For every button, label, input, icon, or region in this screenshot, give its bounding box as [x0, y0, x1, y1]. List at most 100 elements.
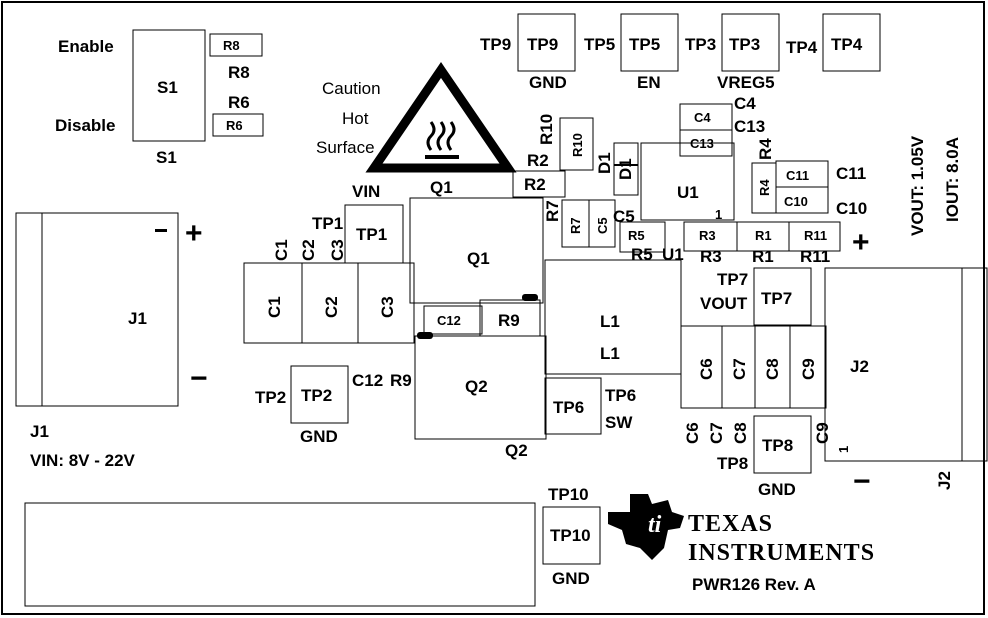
c8-body-label: C8 [763, 358, 782, 380]
r2-footprint [512, 170, 566, 198]
vout-net-label: VOUT [700, 294, 748, 313]
tp5-body-label: TP5 [629, 35, 660, 54]
c7-body-label: C7 [730, 358, 749, 380]
c3-ref: C3 [328, 239, 347, 261]
l1-body-label: L1 [600, 312, 620, 331]
tp10-body-label: TP10 [550, 526, 591, 545]
r2-ref: R2 [527, 151, 549, 170]
brand-line1: TEXAS [688, 511, 773, 537]
s1-ref: S1 [156, 148, 177, 167]
c4-ref: C4 [734, 94, 756, 113]
j2-body-label: J2 [850, 357, 869, 376]
caution-line2: Hot [342, 109, 369, 128]
r4-body-label: R4 [757, 179, 772, 196]
r4-ref: R4 [756, 138, 775, 160]
tp7-ref: TP7 [717, 270, 748, 289]
c12-body-label: C12 [437, 313, 461, 328]
en-net-label: EN [637, 73, 661, 92]
label-area [24, 502, 536, 607]
caution-line3: Surface [316, 138, 375, 157]
c10-ref: C10 [836, 199, 867, 218]
board-title: PWR126 Rev. A [692, 575, 816, 594]
r5-body-label: R5 [628, 228, 645, 243]
q1-footprint [409, 197, 544, 304]
j2-footprint [824, 267, 988, 462]
tp8-ref: TP8 [717, 454, 748, 473]
tp4-body-label: TP4 [831, 35, 863, 54]
c10-body-label: C10 [784, 194, 808, 209]
j1-footprint [15, 212, 179, 407]
d1-body-label: D1 [616, 158, 635, 180]
tp2-ref: TP2 [255, 388, 286, 407]
c11-ref: C11 [836, 164, 866, 183]
caution-line1: Caution [322, 79, 381, 98]
c12-ref: C12 [352, 371, 383, 390]
r6-footprint [212, 113, 264, 137]
tp3-ref: TP3 [685, 35, 716, 54]
tp7-body-label: TP7 [761, 289, 792, 308]
tp2-gnd-label: GND [300, 427, 338, 446]
tp8-body-label: TP8 [762, 436, 793, 455]
tp9-footprint [517, 13, 576, 72]
tp2-body-label: TP2 [301, 386, 332, 405]
r1-body-label: R1 [755, 228, 772, 243]
r8-ref: R8 [228, 63, 250, 82]
u1-ref: U1 [662, 245, 684, 264]
c9-body-label: C9 [799, 358, 818, 380]
enable-label: Enable [58, 37, 114, 56]
tp2-footprint [290, 365, 349, 424]
sw-net-label: SW [605, 413, 633, 432]
j1-body-label: J1 [128, 309, 147, 328]
r1-ref: R1 [752, 247, 774, 266]
tp3-body-label: TP3 [729, 35, 760, 54]
c8-ref: C8 [731, 422, 750, 444]
u1-body-label: U1 [677, 183, 699, 202]
l1-ref: L1 [600, 344, 620, 363]
svg-text:ti: ti [648, 512, 662, 538]
d1-footprint [613, 142, 639, 196]
c11-body-label: C11 [786, 168, 809, 183]
iout-spec: IOUT: 8.0A [943, 137, 962, 222]
tp6-body-label: TP6 [553, 398, 584, 417]
l1-footprint [544, 259, 682, 375]
s1-label: S1 [157, 78, 178, 97]
r7-ref: R7 [543, 200, 562, 222]
c7-ref: C7 [707, 422, 726, 444]
q1-ref-top: Q1 [430, 178, 453, 197]
j2-plus: + [852, 226, 870, 259]
c3-body-label: C3 [378, 296, 397, 318]
disable-label: Disable [55, 116, 115, 135]
q1-body-label: Q1 [467, 249, 490, 268]
tp5-ref: TP5 [584, 35, 615, 54]
c2-ref: C2 [299, 239, 318, 261]
d1-ref: D1 [595, 152, 614, 174]
r5-footprint [619, 221, 666, 253]
tp10-footprint [542, 506, 601, 565]
j1-ref: J1 [30, 422, 49, 441]
r11-ref: R11 [800, 247, 830, 266]
tp1-ref: TP1 [312, 214, 343, 233]
tp10-gnd-label: GND [552, 569, 590, 588]
tp7-footprint [753, 267, 812, 326]
tp6-ref: TP6 [605, 386, 636, 405]
tp8-gnd-label: GND [758, 480, 796, 499]
r3-body-label: R3 [699, 228, 716, 243]
vout-spec: VOUT: 1.05V [908, 135, 927, 236]
c6-body-label: C6 [697, 358, 716, 380]
tp6-footprint [544, 377, 602, 435]
r2-body-label: R2 [524, 175, 546, 194]
r11-body-label: R11 [804, 228, 827, 243]
c9-ref: C9 [813, 422, 832, 444]
j1-plus: + [185, 217, 203, 250]
c13-ref: C13 [734, 117, 765, 136]
j2-minus: − [853, 465, 871, 498]
tp5-footprint [620, 13, 679, 72]
vin-range-label: VIN: 8V - 22V [30, 451, 136, 470]
c1-ref: C1 [272, 239, 291, 261]
c5-footprint [588, 199, 616, 248]
vreg5-net-label: VREG5 [717, 73, 775, 92]
tp4-footprint [822, 13, 881, 72]
tp1-body-label: TP1 [356, 225, 387, 244]
r7-body-label: R7 [568, 217, 583, 234]
